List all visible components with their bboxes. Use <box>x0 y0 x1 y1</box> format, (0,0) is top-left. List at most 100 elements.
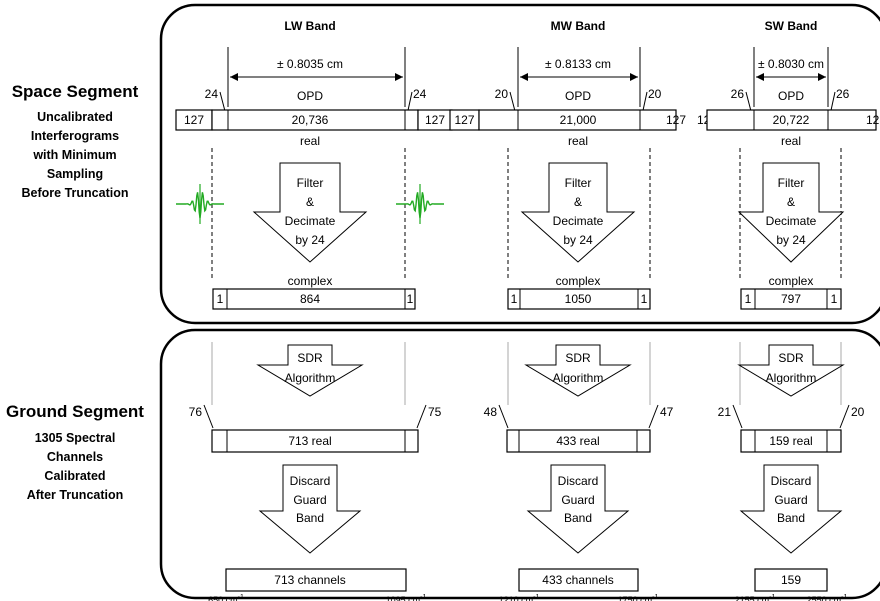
space-segment-title: Space Segment <box>11 82 139 101</box>
trim-count-left: 21 <box>718 405 732 419</box>
discard-guard-band-arrow <box>258 464 362 554</box>
discard-label: Band <box>564 511 592 525</box>
sdr-label: Algorithm <box>285 371 336 385</box>
real-box <box>506 429 651 453</box>
sdr-algorithm-arrow <box>737 344 845 397</box>
guard-count-left: 24 <box>205 87 219 101</box>
band-name: MW Band <box>551 19 606 33</box>
space-segment-label: Space Segment Uncalibrated Interferogram… <box>0 82 150 203</box>
channels-box <box>225 568 407 592</box>
side-value-left: 127 <box>454 113 474 127</box>
side-value-right: 127 <box>866 113 880 127</box>
guard-count-right: 26 <box>836 87 850 101</box>
trim-count-right: 20 <box>851 405 865 419</box>
core-type-label: real <box>300 134 320 148</box>
channels-count: 433 channels <box>542 573 613 587</box>
complex-edge-left: 1 <box>745 292 752 306</box>
unit-exponent: -1 <box>652 594 658 601</box>
complex-label: complex <box>288 274 333 288</box>
opd-label: OPD <box>565 89 591 103</box>
trim-pointer-right <box>416 404 427 429</box>
trim-pointer-left <box>498 404 509 429</box>
wavenumber-high: 1095 cm-1 <box>386 594 427 601</box>
filter-decimate-arrow <box>520 162 636 263</box>
complex-sample-count: 797 <box>781 292 801 306</box>
discard-label: Band <box>296 511 324 525</box>
discard-label: Discard <box>558 474 599 488</box>
sdr-label: SDR <box>778 351 804 365</box>
guard-count-left: 26 <box>731 87 745 101</box>
sdr-label: Algorithm <box>553 371 604 385</box>
complex-box <box>507 288 651 310</box>
filter-decimate-label: by 24 <box>295 233 325 247</box>
discard-label: Discard <box>290 474 331 488</box>
sdr-label: Algorithm <box>766 371 817 385</box>
channels-count: 159 <box>781 573 801 587</box>
space-segment-panel <box>159 3 880 325</box>
opd-arrowhead-left <box>230 73 238 81</box>
filter-decimate-label: by 24 <box>563 233 593 247</box>
guard-count-left: 20 <box>495 87 509 101</box>
filter-decimate-arrow <box>252 162 368 263</box>
discard-label: Discard <box>771 474 812 488</box>
core-sample-count: 20,722 <box>773 113 810 127</box>
discard-guard-band-arrow <box>526 464 630 554</box>
complex-edge-left: 1 <box>511 292 518 306</box>
filter-decimate-label: by 24 <box>776 233 806 247</box>
discard-label: Band <box>777 511 805 525</box>
wavenumber-low: 650 cm-1 <box>208 594 244 601</box>
core-sample-count: 21,000 <box>560 113 597 127</box>
trim-count-right: 47 <box>660 405 674 419</box>
filter-decimate-label: & <box>787 195 795 209</box>
opd-arrowhead-right <box>818 73 826 81</box>
trim-pointer-left <box>203 404 214 429</box>
wavenumber-high: 2550 cm-1 <box>807 594 848 601</box>
discard-label: Guard <box>561 493 594 507</box>
wavenumber-low: 2155 cm-1 <box>735 594 776 601</box>
complex-sample-count: 864 <box>300 292 320 306</box>
real-sample-count: 159 real <box>769 434 812 448</box>
space-segment-description: Uncalibrated Interferograms with Minimum… <box>21 110 129 200</box>
side-value-left: 127 <box>184 113 204 127</box>
real-sample-count: 713 real <box>288 434 331 448</box>
opd-range: ± 0.8133 cm <box>545 57 611 71</box>
trim-count-left: 76 <box>189 405 203 419</box>
complex-edge-right: 1 <box>641 292 648 306</box>
unit-exponent: -1 <box>769 594 775 601</box>
real-box <box>740 429 842 453</box>
filter-decimate-label: Filter <box>565 176 592 190</box>
core-box <box>478 109 677 131</box>
channels-box <box>754 568 828 592</box>
filter-decimate-arrow <box>737 162 845 263</box>
opd-range: ± 0.8030 cm <box>758 57 824 71</box>
ground-segment-description: 1305 Spectral Channels Calibrated After … <box>26 431 124 502</box>
trim-count-right: 75 <box>428 405 442 419</box>
ground-segment-title: Ground Segment <box>6 402 144 421</box>
side-value-right: 127 <box>666 113 686 127</box>
sdr-label: SDR <box>297 351 323 365</box>
trim-pointer-right <box>839 404 850 429</box>
real-box <box>211 429 419 453</box>
unit-exponent: -1 <box>841 594 847 601</box>
ground-segment-panel <box>159 328 880 600</box>
band-name: SW Band <box>765 19 818 33</box>
channels-box <box>518 568 639 592</box>
guard-count-right: 20 <box>648 87 662 101</box>
complex-label: complex <box>556 274 601 288</box>
trim-count-left: 48 <box>484 405 498 419</box>
core-box <box>706 109 877 131</box>
complex-box <box>212 288 416 310</box>
sw-band-column: SW Band± 0.8030 cmOPD262612720,722127rea… <box>697 19 880 601</box>
trim-pointer-left <box>732 404 743 429</box>
channels-count: 713 channels <box>274 573 345 587</box>
opd-label: OPD <box>297 89 323 103</box>
unit-exponent: -1 <box>533 594 539 601</box>
opd-arrowhead-right <box>395 73 403 81</box>
filter-decimate-label: Decimate <box>285 214 336 228</box>
real-sample-count: 433 real <box>556 434 599 448</box>
core-sample-count: 20,736 <box>292 113 329 127</box>
filter-decimate-label: & <box>306 195 314 209</box>
wavenumber-high: 1750 cm-1 <box>618 594 659 601</box>
complex-sample-count: 1050 <box>565 292 592 306</box>
